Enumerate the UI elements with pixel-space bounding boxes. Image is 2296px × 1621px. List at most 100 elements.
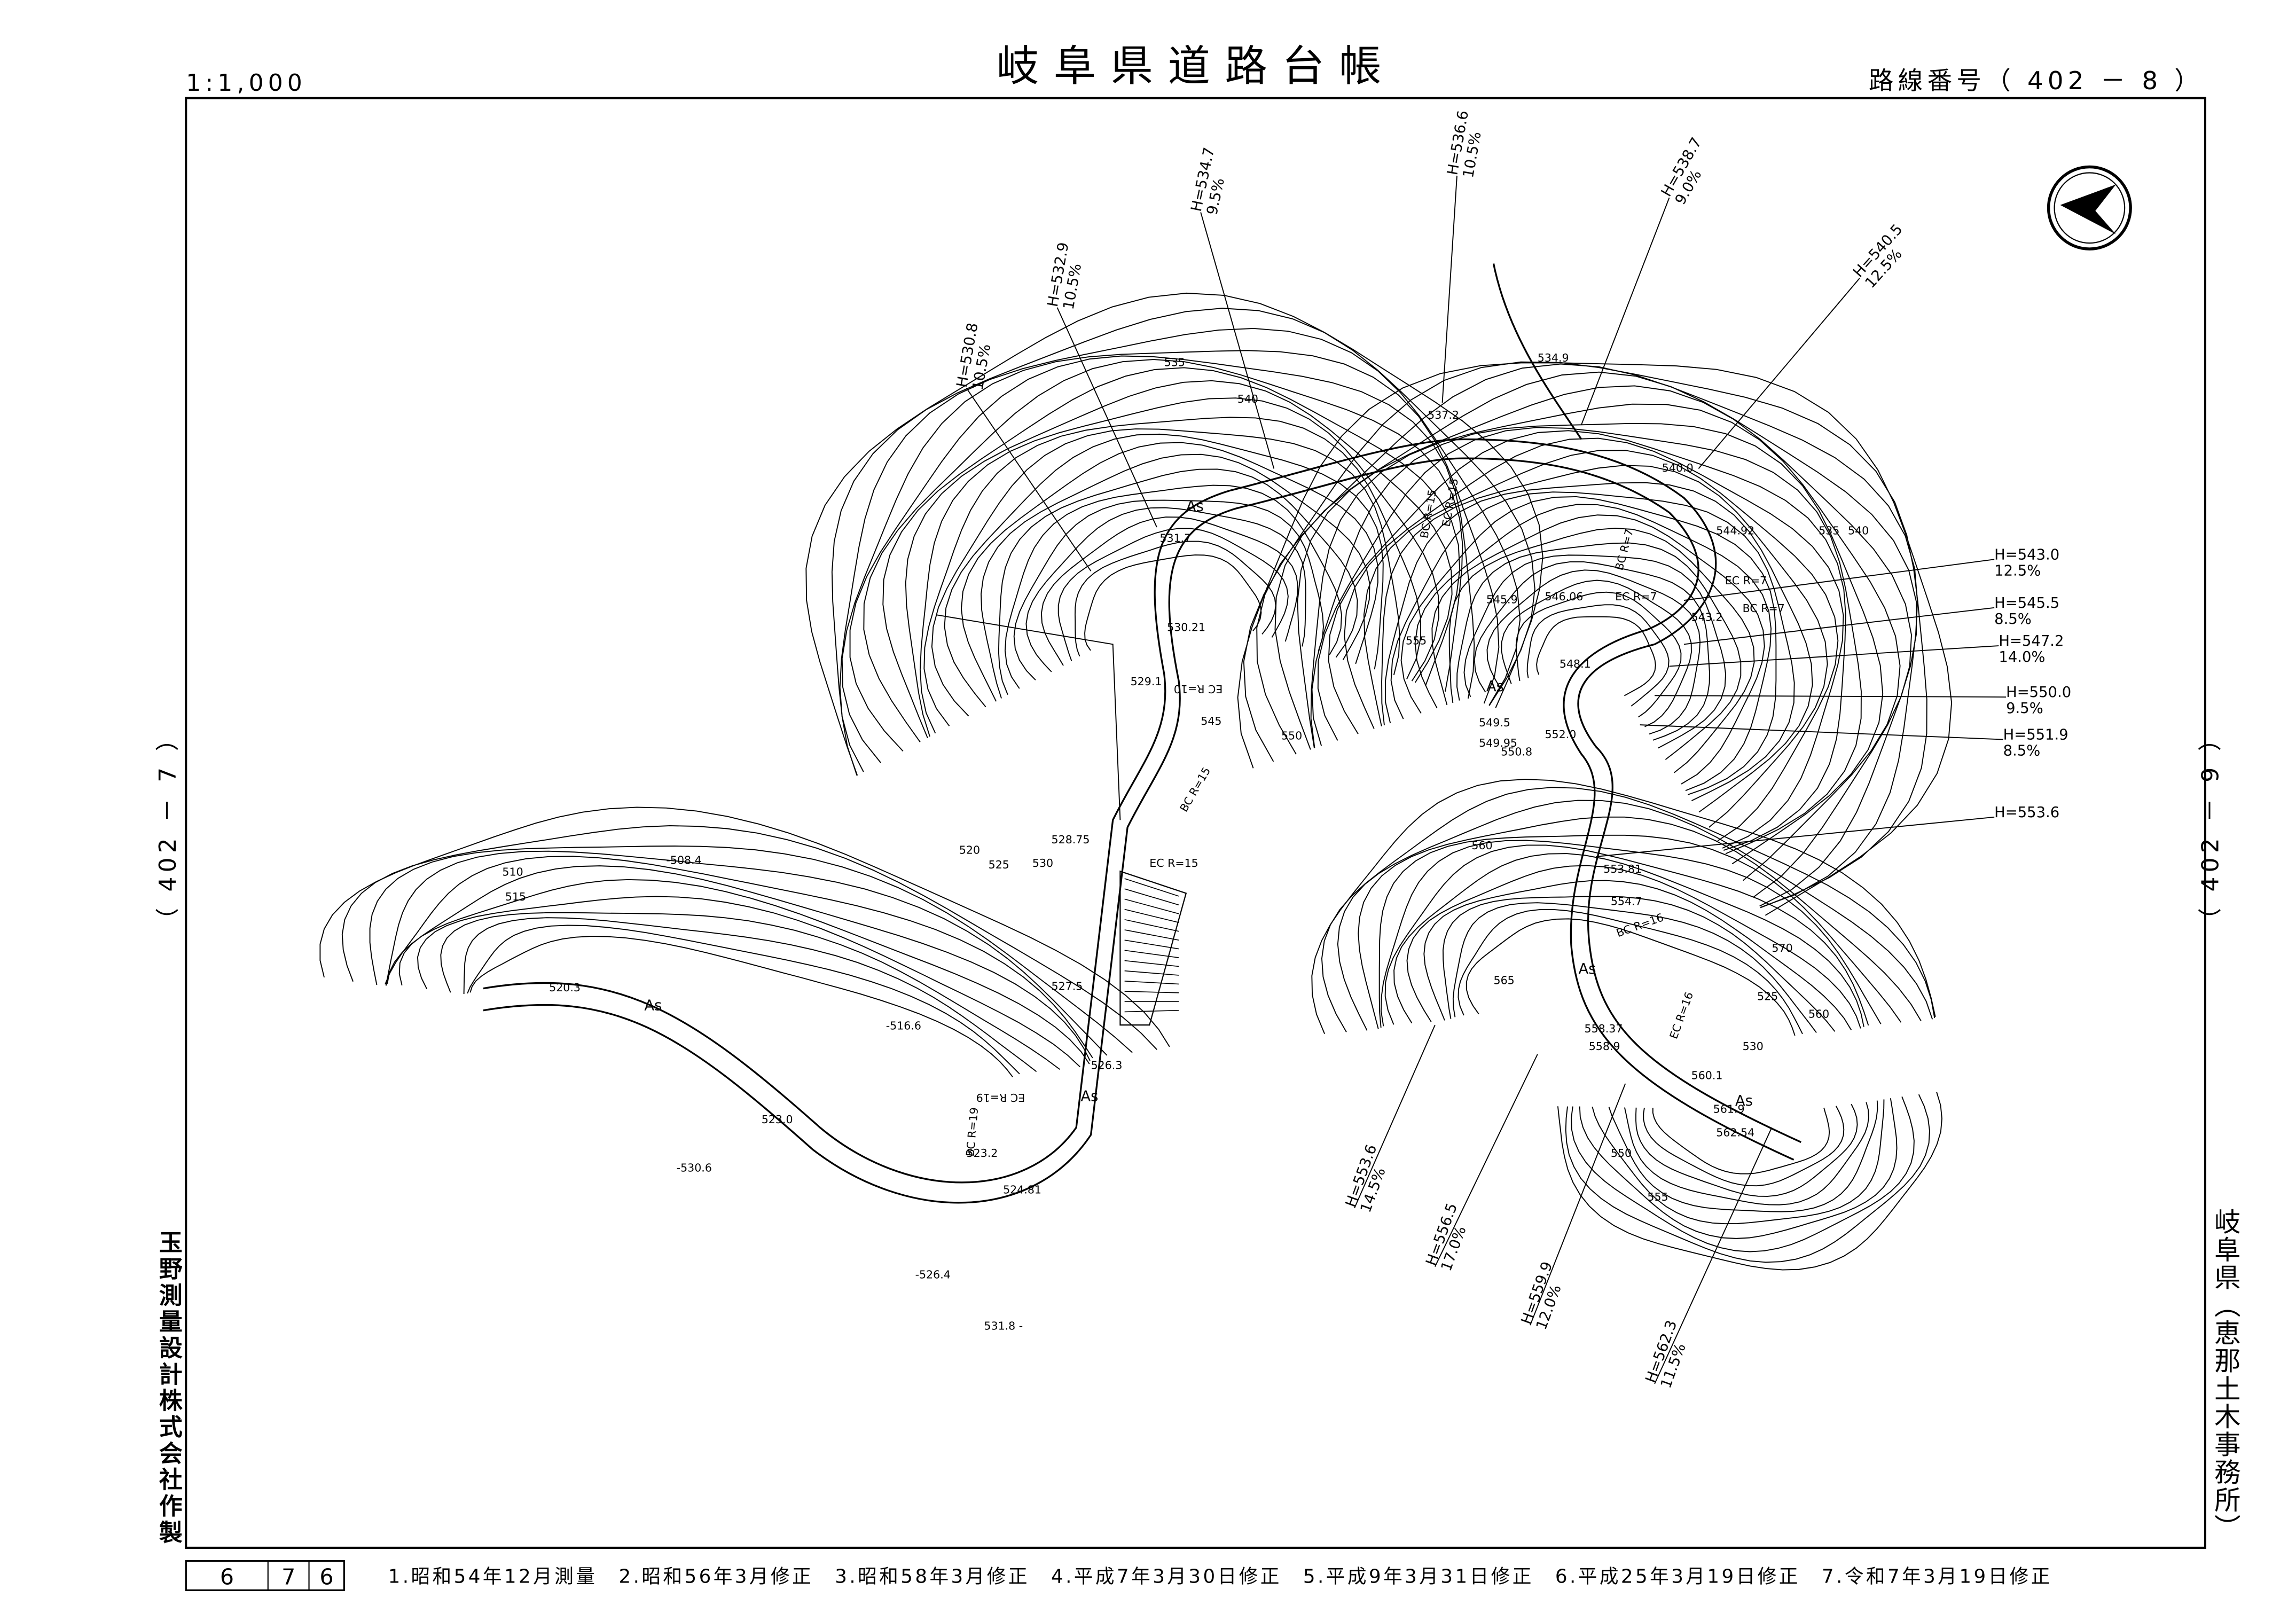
map-annotations: H=530.810.5%H=532.910.5%H=534.79.5%H=536…: [502, 109, 2071, 1391]
grade-annotation: H=556.517.0%: [1423, 1201, 1469, 1274]
grade-percent: 8.5%: [1994, 611, 2032, 628]
contour-line: [882, 367, 1461, 739]
topographic-map: [319, 263, 1953, 1271]
road-edge: [483, 457, 1795, 1204]
contour-line: [1337, 800, 1933, 1031]
grade-leader-line: [1596, 816, 1995, 857]
spot-height: 549.95: [1479, 737, 1517, 749]
contour-line: [923, 417, 1421, 726]
contour-label: 530: [1743, 1040, 1764, 1053]
spot-height: 561.9: [1713, 1103, 1745, 1116]
spot-height: 531.7: [1159, 531, 1191, 544]
spot-height: 543.2: [1691, 610, 1723, 623]
contour-line: [1406, 865, 1861, 1029]
spot-height: 560.1: [1691, 1069, 1723, 1082]
grade-leader-line: [1640, 724, 2003, 740]
hatch: [1124, 960, 1179, 967]
grade-leader-line: [1698, 278, 1860, 469]
grade-elevation: H=543.0: [1994, 546, 2059, 563]
curve-label: BC R=15: [1177, 765, 1213, 814]
grade-leader-line: [1441, 175, 1457, 403]
contour-line: [1025, 507, 1306, 672]
grade-annotation: H=550.09.5%: [2006, 684, 2071, 717]
contour-line: [1526, 604, 1670, 707]
curve-label: EC R=16: [1667, 990, 1696, 1040]
hatch: [1124, 909, 1179, 923]
contour-line: [1378, 834, 1902, 1028]
hatch: [1124, 878, 1179, 897]
contour-line: [849, 355, 1475, 752]
spot-height: 529.1: [1131, 675, 1162, 688]
contour-line: [980, 453, 1370, 699]
grade-elevation: H=547.2: [1999, 633, 2064, 649]
hatch: [1124, 1009, 1179, 1013]
grade-annotation: H=559.912.0%: [1518, 1259, 1565, 1332]
grade-annotation: H=553.614.5%: [1343, 1142, 1389, 1215]
grade-leader-line: [1655, 695, 2007, 698]
spot-height: 546.06: [1545, 590, 1583, 603]
contour-line: [1414, 504, 1772, 792]
contour-line: [1344, 437, 1844, 849]
contour-line: [1384, 482, 1813, 813]
spot-height: 549.5: [1479, 716, 1510, 729]
contour-label: 530: [1032, 857, 1053, 870]
contour-line: [1652, 1107, 1830, 1174]
contour-line: [1643, 1106, 1845, 1187]
route-number: 路線番号（ 402 － 8 ）: [1869, 66, 2204, 95]
spot-height: 540.0: [1662, 461, 1694, 474]
contour-line: [1442, 896, 1836, 1032]
contour-line: [1431, 514, 1765, 785]
surface-label: As: [1186, 498, 1204, 515]
adjacent-sheet-right[interactable]: （ 402 － 9 ）: [2197, 723, 2224, 931]
spot-height: 558.37: [1585, 1022, 1623, 1035]
grade-percent: 14.0%: [1999, 649, 2045, 665]
sheet-cell: 7: [281, 1564, 295, 1589]
grade-annotation: H=532.910.5%: [1045, 241, 1085, 311]
hatch: [1124, 929, 1179, 941]
spot-height: 550.8: [1501, 746, 1532, 758]
contour-line: [1515, 591, 1682, 718]
contour-label: 565: [1494, 974, 1515, 986]
contour-label: 510: [502, 866, 523, 879]
grade-leader-line: [966, 387, 1092, 571]
grade-leader-line: [1683, 607, 1995, 645]
contour-line: [1624, 1102, 1869, 1205]
contour-line: [1608, 1100, 1878, 1212]
grade-annotation: H=536.610.5%: [1444, 109, 1484, 179]
contour-line: [805, 292, 1543, 776]
contour-line: [1381, 840, 1882, 1027]
contour-line: [440, 912, 1061, 1070]
adjacent-sheet-left[interactable]: （ 402 － 7 ）: [154, 723, 182, 931]
road-edge: [483, 438, 1801, 1184]
surface-label: As: [644, 998, 662, 1014]
contour-label: 540: [1848, 524, 1869, 537]
grade-percent: 8.5%: [2003, 743, 2041, 759]
spot-height: 553.81: [1603, 863, 1642, 875]
contour-label: 560: [1471, 839, 1492, 852]
contour-line: [1400, 496, 1777, 795]
curve-label: EC R=15: [1149, 857, 1198, 870]
spot-height: 530.21: [1167, 621, 1205, 634]
spot-height: -526.4: [915, 1268, 951, 1281]
hatch: [1124, 970, 1179, 976]
spot-height: 554.7: [1611, 895, 1642, 907]
curve-label: EC R=7: [1725, 574, 1767, 587]
grade-annotation: H=545.58.5%: [1994, 595, 2059, 628]
grade-annotation: H=562.311.5%: [1643, 1318, 1689, 1391]
hatch: [1124, 939, 1179, 950]
contour-line: [398, 879, 1090, 1064]
contour-line: [1452, 902, 1817, 1033]
spot-height: 562.54: [1716, 1126, 1754, 1139]
contour-line: [1423, 880, 1852, 1030]
contour-label: 550: [1281, 730, 1302, 742]
scale-label: 1:1,000: [186, 69, 307, 97]
hatch: [1124, 919, 1179, 932]
curve-label: EC R=7: [1615, 590, 1657, 603]
grade-annotation: H=540.512.5%: [1850, 221, 1906, 292]
contour-line: [863, 359, 1463, 743]
spot-height: 526.3: [1091, 1059, 1123, 1071]
contour-line: [1390, 491, 1795, 801]
spot-height: 552.0: [1545, 728, 1576, 741]
contour-line: [467, 925, 1020, 1075]
contour-line: [1501, 580, 1692, 727]
